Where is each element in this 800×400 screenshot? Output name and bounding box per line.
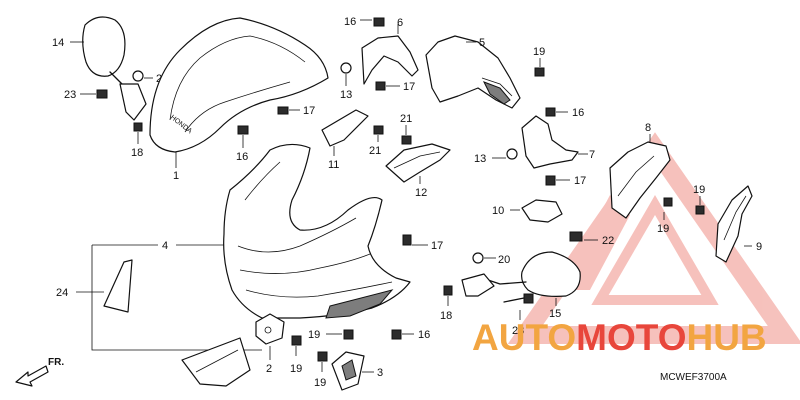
part-12-inner-panel [385,143,451,183]
callout-12: 12 [415,187,427,199]
part-4-upper-cowl [223,143,411,319]
callout-1: 1 [173,170,179,182]
callout-4: 4 [162,240,168,252]
callout-17: 17 [431,240,443,252]
diagram-code: MCWEF3700A [660,372,727,383]
part-14-left-mirror [82,16,147,121]
callout-18: 18 [440,310,452,322]
callout-19: 19 [308,329,320,341]
watermark-word-moto: MOTO [576,317,686,358]
callout-22: 22 [602,235,614,247]
callout-21: 21 [369,145,381,157]
callout-19: 19 [314,377,326,389]
callout-16: 16 [236,151,248,163]
callout-23: 23 [512,325,524,337]
front-direction-arrow-icon [15,365,49,387]
part-24-trim [103,259,133,313]
part-6-bracket [361,17,419,85]
part-5-headlight-housing [425,35,521,109]
callout-16: 16 [572,107,584,119]
callout-17: 17 [574,175,586,187]
callout-14: 14 [52,37,64,49]
callout-19: 19 [657,223,669,235]
callout-24: 24 [56,287,68,299]
callout-16: 16 [344,16,356,28]
part-1-windscreen: HONDA [149,17,329,153]
callout-15: 15 [549,308,561,320]
callout-7: 7 [589,149,595,161]
callout-8: 8 [645,122,651,134]
callout-19: 19 [693,184,705,196]
lower-fairing-trim [181,337,251,387]
callout-13: 13 [474,153,486,165]
watermark-slash-icon [560,195,630,290]
part-7-stay [521,115,579,169]
part-15-right-mirror [461,251,581,297]
watermark-word-auto: AUTO [472,317,576,358]
callout-18: 18 [131,147,143,159]
part-8-side-panel [609,141,671,219]
part-9-inner-stay [715,185,753,263]
callout-3: 3 [377,367,383,379]
callout-10: 10 [492,205,504,217]
watermark-word-hub: HUB [686,317,766,358]
callout-20: 20 [498,254,510,266]
callout-17: 17 [303,105,315,117]
part-10-bracket [521,199,563,223]
callout-21: 21 [400,113,412,125]
callout-17: 17 [403,81,415,93]
watermark-triangle-inner [591,195,719,305]
callout-19: 19 [290,363,302,375]
watermark-text: AUTOMOTOHUB [472,317,767,358]
callout-5: 5 [479,37,485,49]
callout-11: 11 [328,159,339,171]
part-11-bracket [321,109,369,147]
callout-19: 19 [533,46,545,58]
part-2-bracket [255,313,285,345]
callout-2: 2 [266,363,272,375]
callout-13: 13 [340,89,352,101]
callout-9: 9 [756,241,762,253]
callout-6: 6 [397,17,403,29]
callout-16: 16 [418,329,430,341]
callout-23: 23 [64,89,76,101]
part-3-duct [331,351,365,391]
direction-label: FR. [48,357,64,368]
